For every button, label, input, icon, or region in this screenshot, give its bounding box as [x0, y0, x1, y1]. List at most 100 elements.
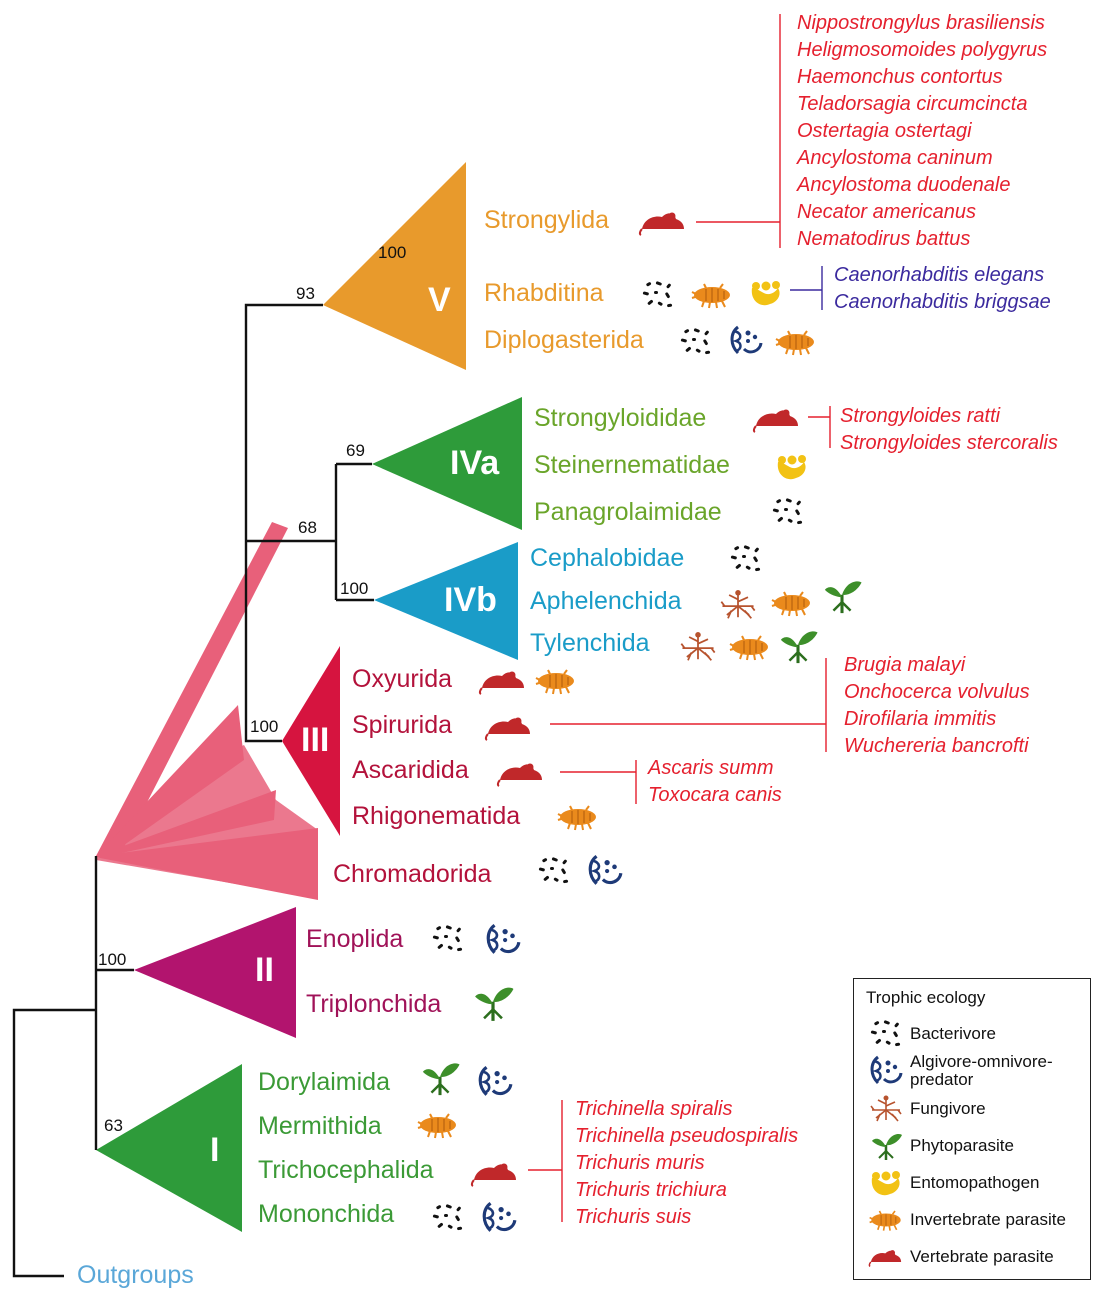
bootstrap-label: 100 [378, 243, 407, 262]
bacterivore-icon [772, 498, 803, 525]
algivore-icon [588, 854, 623, 886]
bacterivore-icon [730, 545, 761, 572]
trophic-legend: Trophic ecology Bacterivore Algivore-omn… [853, 978, 1091, 1280]
bootstrap-label: 100 [98, 950, 127, 969]
algivore-icon [868, 1055, 904, 1085]
species-name: Strongyloides ratti [840, 405, 1001, 427]
bootstrap-label: 69 [346, 441, 365, 460]
invertebrate-parasite-icon [691, 283, 731, 309]
species-name: Ascaris summ [648, 757, 774, 779]
species-name: Ancylostoma caninum [797, 147, 993, 169]
taxon-label: Steinernematidae [534, 451, 730, 479]
legend-item-label: Bacterivore [910, 1024, 996, 1043]
fungivore-icon [868, 1094, 904, 1124]
species-list-strongyloididae: Strongyloides ratti Strongyloides sterco… [840, 403, 1058, 457]
species-list-spirurida: Brugia malayi Onchocerca volvulus Dirofi… [844, 652, 1030, 760]
phytoparasite-icon [868, 1131, 904, 1161]
species-name: Haemonchus contortus [797, 66, 1003, 88]
species-name: Onchocerca volvulus [844, 681, 1030, 703]
phytoparasite-icon [822, 579, 864, 616]
legend-item-label: Phytoparasite [910, 1136, 1014, 1155]
phytoparasite-icon [420, 1061, 462, 1098]
species-list-ascaridida: Ascaris summ Toxocara canis [648, 755, 782, 809]
taxon-label: Panagrolaimidae [534, 498, 722, 526]
outgroups-label: Outgroups [77, 1261, 194, 1289]
species-name: Heligmosomoides polygyrus [797, 39, 1048, 61]
invertebrate-parasite-icon [534, 668, 576, 696]
taxon-label: Oxyurida [352, 665, 453, 693]
clade-IVa-triangle [372, 397, 522, 530]
species-brackets [528, 14, 831, 1222]
taxon-label: Cephalobidae [530, 544, 685, 572]
invertebrate-parasite-icon [770, 590, 812, 618]
bootstrap-label: 100 [340, 579, 369, 598]
species-name: Trichinella spiralis [575, 1098, 733, 1120]
legend-item-label: Fungivore [910, 1099, 986, 1118]
vertebrate-parasite-icon [868, 1242, 904, 1272]
entomopathogen-icon [751, 281, 780, 306]
algivore-icon [730, 325, 763, 355]
species-name: Caenorhabditis briggsae [834, 291, 1051, 313]
species-name: Nematodirus battus [797, 228, 971, 250]
invertebrate-parasite-icon [556, 804, 598, 832]
taxon-label: Enoplida [306, 925, 404, 953]
clade-I-triangle [96, 1064, 242, 1232]
species-name: Toxocara canis [648, 784, 782, 806]
bacterivore-icon [432, 1204, 463, 1231]
species-name: Trichuris muris [575, 1152, 705, 1174]
phytoparasite-icon [475, 988, 513, 1021]
bootstrap-label: 63 [104, 1116, 123, 1135]
species-name: Caenorhabditis elegans [834, 264, 1045, 286]
taxon-label: Tylenchida [530, 629, 650, 657]
chromadorida-fan [96, 522, 318, 900]
vertebrate-parasite-icon [478, 670, 525, 695]
taxon-label: Rhabditina [484, 279, 604, 307]
algivore-icon [478, 1065, 513, 1097]
fungivore-icon [720, 589, 756, 620]
clade-IVb-triangle [374, 542, 518, 660]
taxon-label: Trichocephalida [258, 1156, 434, 1184]
clade-V-numeral: V [428, 281, 451, 319]
bootstrap-label: 68 [298, 518, 317, 537]
invertebrate-parasite-icon [728, 634, 770, 662]
taxon-icons [416, 211, 864, 1233]
clade-II-triangle [134, 907, 296, 1038]
phytoparasite-icon [778, 629, 820, 666]
clade-III-triangle [282, 646, 340, 836]
taxon-label: Diplogasterida [484, 326, 644, 354]
clade-III-numeral: III [301, 721, 330, 759]
taxon-label: Mermithida [258, 1112, 382, 1140]
taxon-label: Ascaridida [352, 756, 469, 784]
species-name: Necator americanus [797, 201, 976, 223]
bacterivore-icon [868, 1019, 904, 1049]
clade-V-triangle [323, 162, 466, 370]
species-name: Trichuris suis [575, 1206, 692, 1228]
vertebrate-parasite-icon [752, 408, 799, 433]
algivore-icon [482, 1201, 517, 1233]
taxon-label: Dorylaimida [258, 1068, 390, 1096]
taxon-label: Strongyloididae [534, 404, 707, 432]
taxon-label: Triplonchida [306, 990, 442, 1018]
species-name: Ancylostoma duodenale [797, 174, 1011, 196]
tree-branches [12, 303, 374, 1278]
algivore-icon [486, 923, 521, 955]
clade-II-numeral: II [255, 951, 274, 989]
clade-I-numeral: I [210, 1131, 220, 1169]
entomopathogen-icon [868, 1168, 904, 1198]
bacterivore-icon [680, 328, 711, 355]
species-list-rhabditina: Caenorhabditis elegans Caenorhabditis br… [834, 262, 1051, 316]
taxon-label: Mononchida [258, 1200, 395, 1228]
legend-item-label: Entomopathogen [910, 1173, 1040, 1192]
taxon-label: Strongylida [484, 206, 610, 234]
vertebrate-parasite-icon [638, 211, 685, 236]
taxon-label-chromadorida: Chromadorida [333, 860, 492, 888]
bacterivore-icon [642, 281, 673, 308]
species-name: Teladorsagia circumcincta [797, 93, 1028, 115]
species-name: Dirofilaria immitis [844, 708, 997, 730]
species-name: Ostertagia ostertagi [797, 120, 972, 142]
invertebrate-parasite-icon [868, 1205, 904, 1235]
species-name: Trichuris trichiura [575, 1179, 727, 1201]
taxon-label: Rhigonematida [352, 802, 521, 830]
bootstrap-label: 93 [296, 284, 315, 303]
legend-title: Trophic ecology [866, 988, 986, 1007]
